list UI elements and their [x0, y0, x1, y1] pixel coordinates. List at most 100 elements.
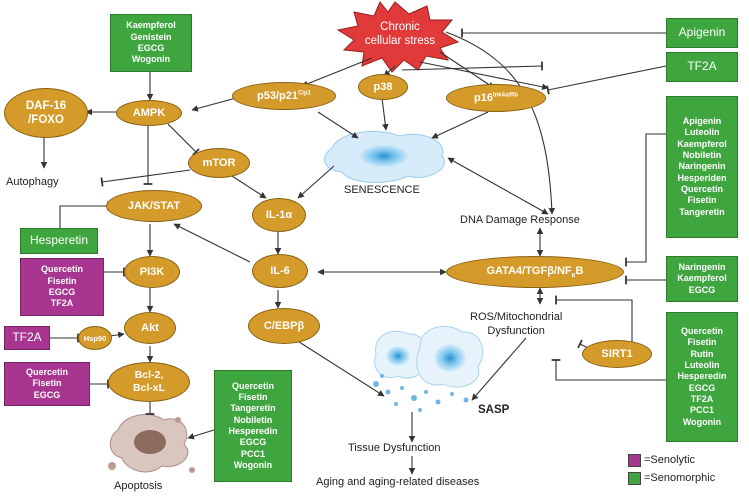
box-apoptosis-group: Quercetin Fisetin Tangeretin Nobiletin H… — [214, 370, 292, 482]
node-akt: Akt — [124, 312, 176, 344]
il1a-label: IL-1α — [265, 209, 293, 221]
box-item: EGCG — [239, 437, 267, 448]
box-item: Genistein — [130, 31, 172, 42]
bcl-line-2: Bcl-xL — [132, 382, 166, 394]
box-item: Tangeretin — [679, 206, 725, 217]
box-item: TF2A — [12, 330, 42, 345]
node-il1a: IL-1α — [252, 198, 306, 232]
box-tf2a-top: TF2A — [666, 52, 738, 82]
box-item: Luteolin — [684, 360, 720, 371]
node-il6: IL-6 — [252, 254, 308, 288]
il6-label: IL-6 — [270, 265, 290, 277]
box-item: Naringenin — [678, 262, 726, 273]
node-mtor: mTOR — [188, 148, 250, 178]
box-item: Hesperedin — [228, 426, 278, 436]
box-item: Kaempferol — [677, 273, 727, 284]
chronic-stress-line-2: cellular stress — [365, 35, 436, 47]
box-item: Wogonin — [682, 416, 722, 427]
ampk-label: AMPK — [132, 107, 166, 119]
node-gata4-tgfb-nfkb: GATA4/TGFβ/NFκB — [446, 256, 624, 288]
mtor-label: mTOR — [202, 157, 236, 169]
node-p38: p38 — [358, 74, 408, 100]
node-hsp90: Hsp90 — [78, 326, 112, 350]
box-item: Rutin — [690, 348, 714, 359]
akt-label: Akt — [141, 322, 159, 334]
node-ampk: AMPK — [116, 100, 182, 126]
box-item: Quercetin — [231, 380, 274, 391]
sirt1-label: SIRT1 — [601, 348, 633, 360]
pi3k-label: PI3K — [139, 266, 165, 278]
box-item: Apigenin — [678, 25, 726, 40]
ros-mito-label: ROS/Mitochondrial Dysfunction — [470, 310, 562, 338]
box-pi3k-group: Quercetin Fisetin EGCG TF2A — [20, 258, 104, 316]
box-item: Wogonin — [233, 459, 273, 470]
box-item: Fisetin — [687, 195, 717, 206]
box-item: EGCG — [137, 43, 165, 53]
senescent-cell-nucleus-icon — [358, 144, 410, 168]
box-naringenin-group: Naringenin Kaempferol EGCG — [666, 256, 738, 302]
ros-line-1: ROS/Mitochondrial — [470, 311, 563, 323]
box-tf2a-left: TF2A — [4, 326, 50, 350]
legend-senolytic-label: =Senolytic — [644, 454, 696, 466]
box-kaempferol-group: Kaempferol Genistein EGCG Wogonin — [110, 14, 192, 72]
box-item: Fisetin — [32, 378, 62, 389]
node-bcl2-bclxl: Bcl-2, Bcl-xL — [108, 362, 190, 402]
ros-line-2: Dysfunction — [487, 325, 545, 337]
box-apigenin-top: Apigenin — [666, 18, 738, 48]
box-item: Quercetin — [680, 326, 723, 337]
aging-label: Aging and aging-related diseases — [316, 476, 480, 488]
box-item: Nobiletin — [682, 150, 722, 161]
box-item: Quercetin — [40, 264, 83, 275]
node-cebpb: C/EBPβ — [248, 308, 320, 344]
box-right-list: Apigenin Luteolin Kaempferol Nobiletin N… — [666, 96, 738, 238]
p38-label: p38 — [373, 81, 393, 93]
bcl-line-1: Bcl-2, — [134, 369, 164, 381]
box-item: Wogonin — [131, 54, 171, 65]
legend-senomorphic-swatch — [628, 472, 641, 485]
daf16-line-2: /FOXO — [28, 114, 64, 126]
p53-label: p53/p21Cip1 — [257, 90, 311, 102]
node-p53-p21: p53/p21Cip1 — [232, 82, 336, 110]
box-item: Fisetin — [47, 275, 77, 286]
box-item: Quercetin — [25, 367, 68, 378]
gata4-label: GATA4/TGFβ/NFκB — [486, 264, 584, 280]
legend-senomorphic-label: =Senomorphic — [644, 472, 716, 484]
box-item: Nobiletin — [233, 414, 273, 425]
box-item: Hesperetin — [29, 233, 89, 248]
p16-label: p16Ink4a/Rb — [474, 92, 518, 104]
cebpb-label: C/EBPβ — [263, 320, 305, 332]
senescence-label: SENESCENCE — [344, 184, 420, 196]
box-item: PCC1 — [240, 448, 265, 459]
box-item: Luteolin — [684, 127, 720, 138]
box-hesperetin: Hesperetin — [20, 228, 98, 254]
autophagy-label: Autophagy — [6, 176, 59, 188]
box-item: Kaempferol — [126, 20, 176, 31]
box-item: Fisetin — [238, 392, 268, 403]
box-item: PCC1 — [689, 405, 714, 416]
box-item: EGCG — [33, 389, 61, 400]
box-item: TF2A — [687, 59, 717, 74]
box-sirt1-group: Quercetin Fisetin Rutin Luteolin Hespere… — [666, 312, 738, 442]
legend-senolytic-swatch — [628, 454, 641, 467]
sasp-cells-icon — [373, 325, 484, 412]
daf16-line-1: DAF-16 — [25, 100, 67, 112]
apoptosis-label: Apoptosis — [114, 480, 163, 492]
box-item: EGCG — [48, 287, 76, 297]
box-item: TF2A — [690, 393, 714, 404]
box-item: Kaempferol — [677, 138, 727, 149]
chronic-stress-burst — [336, 1, 460, 73]
box-item: EGCG — [688, 382, 716, 393]
box-item: Fisetin — [687, 337, 717, 348]
box-item: TF2A — [50, 298, 74, 309]
hsp90-label: Hsp90 — [83, 333, 107, 343]
node-sirt1: SIRT1 — [582, 340, 652, 368]
node-pi3k: PI3K — [124, 256, 180, 288]
box-item: Quercetin — [680, 183, 723, 194]
sasp-label: SASP — [478, 404, 510, 416]
box-item: Hesperedin — [677, 371, 727, 382]
box-item: EGCG — [688, 284, 716, 295]
box-item: Naringenin — [678, 161, 726, 172]
box-bcl-group: Quercetin Fisetin EGCG — [4, 362, 90, 406]
box-item: Tangeretin — [230, 403, 276, 414]
